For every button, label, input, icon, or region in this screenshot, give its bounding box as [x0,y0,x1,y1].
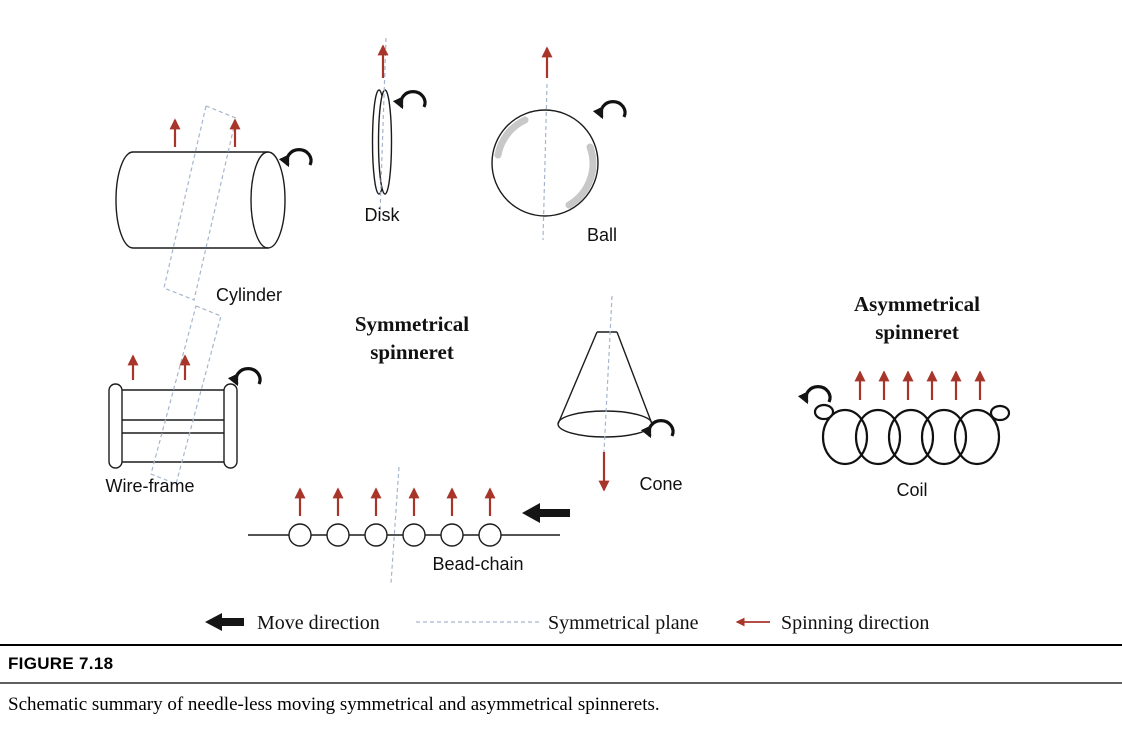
coil-end-hook [989,404,1011,422]
coil-loop [821,408,869,466]
bead [478,523,502,547]
symmetry-plane-icon [542,83,548,241]
rotation-arrow-icon [797,385,832,405]
symmetrical-heading-line1: Symmetrical [355,312,469,336]
symmetry-plane-icon [150,305,222,485]
ball-label: Ball [587,225,617,245]
beadchain-label: Bead-chain [432,554,523,574]
cylinder-label: Cylinder [216,285,282,305]
wireframe-wires [121,389,226,463]
bead [326,523,350,547]
beadchain-spinneret: Bead-chain [248,466,570,584]
symmetry-plane-icon [163,105,237,301]
rotation-arrow-icon [278,148,313,168]
coil-loop [920,408,968,466]
ball-shading [494,116,529,159]
cylinder-shape [115,151,268,249]
asymmetrical-heading-line1: Asymmetrical [854,292,980,316]
coil-loop [854,408,902,466]
disk-label: Disk [365,205,401,225]
move-arrow-icon [205,613,244,631]
coil-spinneret: Coil [797,370,1011,500]
wireframe-end-cap [108,383,123,469]
cone-label: Cone [639,474,682,494]
figure-caption: Schematic summary of needle-less moving … [8,694,660,715]
cylinder-spinneret: Cylinder [115,105,313,305]
bead [440,523,464,547]
symmetrical-heading-line2: spinneret [370,340,454,364]
cylinder-end-face [250,151,286,249]
legend-plane-label: Symmetrical plane [548,612,699,634]
rotation-arrow-icon [227,367,262,387]
bead [288,523,312,547]
coil-loop [887,408,935,466]
asymmetrical-heading-line2: spinneret [875,320,959,344]
coil-shape [813,403,1011,466]
ball-shading [565,143,597,209]
figure-caption-block: FIGURE 7.18 Schematic summary of needle-… [0,644,1122,715]
symmetry-plane-icon [390,466,400,584]
legend: Move direction Symmetrical plane Spinnin… [205,612,929,634]
legend-spin-label: Spinning direction [781,612,929,634]
coil-label: Coil [896,480,927,500]
ball-spinneret: Ball [491,46,627,245]
wireframe-label: Wire-frame [106,476,195,496]
rotation-arrow-icon [592,100,627,120]
figure-number: FIGURE 7.18 [8,654,113,673]
wireframe-spinneret: Wire-frame [106,305,262,496]
legend-move-label: Move direction [257,612,380,634]
rotation-arrow-icon [392,90,427,110]
coil-end-hook [813,403,835,421]
symmetry-plane-icon [603,295,613,453]
wireframe-end-cap [223,383,238,469]
bead [364,523,388,547]
bead [402,523,426,547]
move-arrow-icon [522,503,570,523]
coil-loop [953,408,1001,466]
cone-shape [557,331,653,425]
symmetry-plane-icon [379,37,387,215]
cone-spinneret: Cone [557,295,683,494]
disk-spinneret: Disk [365,37,427,225]
disk-shape [377,89,393,195]
rotation-arrow-icon [640,419,675,439]
